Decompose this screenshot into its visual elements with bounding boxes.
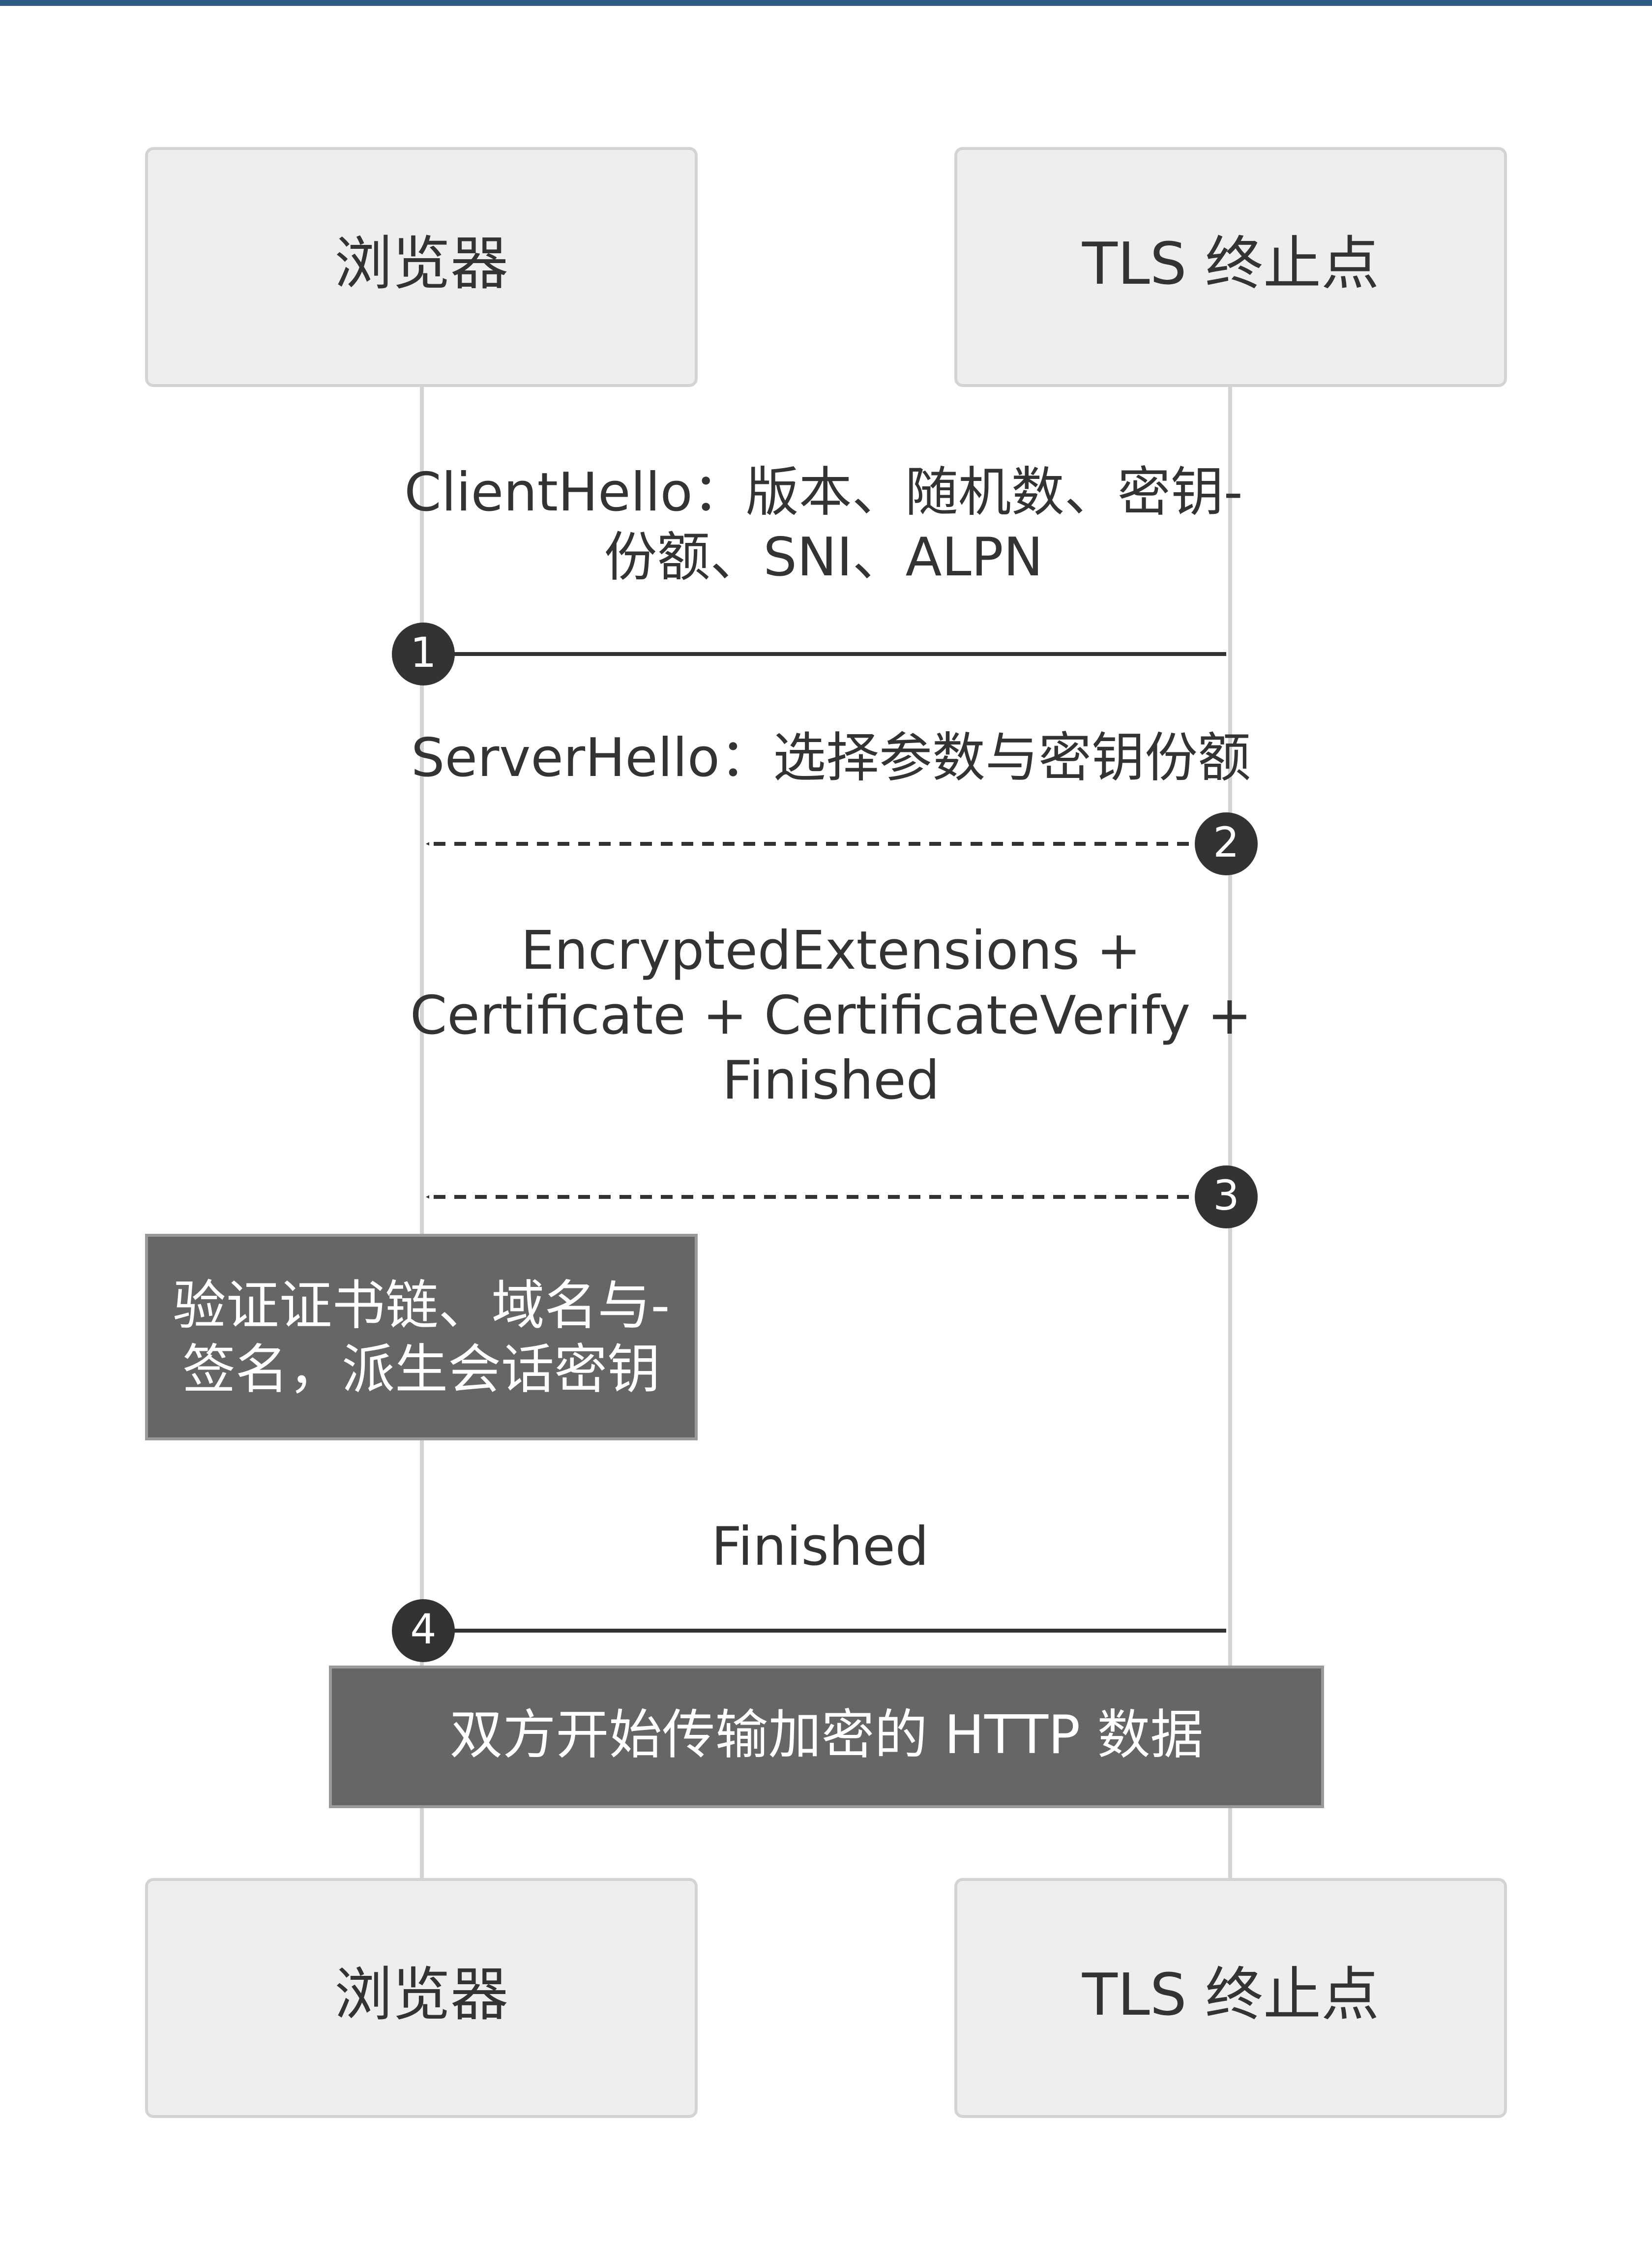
message-3-label-line-2: Certificate + CertificateVerify + xyxy=(410,985,1252,1046)
sequence-number-4: 4 xyxy=(410,1605,436,1653)
message-2: ServerHello：选择参数与密钥份额 2 xyxy=(411,727,1258,875)
actor-tls-top-label: TLS 终止点 xyxy=(1082,230,1379,298)
sequence-number-3: 3 xyxy=(1213,1171,1239,1220)
sequence-number-badge-1: 1 xyxy=(392,623,455,685)
note-browser-verify-line-2: 签名，派生会话密钥 xyxy=(182,1339,660,1401)
note-encrypted-data-line-1: 双方开始传输加密的 HTTP 数据 xyxy=(449,1704,1203,1766)
message-3-label-line-3: Finished xyxy=(722,1050,940,1111)
message-2-label-line-1: ServerHello：选择参数与密钥份额 xyxy=(411,727,1251,789)
actor-browser-bottom: 浏览器 xyxy=(145,1878,698,2118)
sequence-number-2: 2 xyxy=(1213,818,1239,866)
actor-browser-bottom-label: 浏览器 xyxy=(334,1961,508,2028)
actor-browser-top-label: 浏览器 xyxy=(334,230,508,298)
message-1: ClientHello：版本、随机数、密钥- 份额、SNI、ALPN 1 xyxy=(392,462,1243,685)
message-1-label-line-2: 份额、SNI、ALPN xyxy=(604,527,1043,588)
message-1-label-line-1: ClientHello：版本、随机数、密钥- xyxy=(404,462,1242,523)
sequence-number-badge-3: 3 xyxy=(1195,1165,1258,1228)
message-3-label-line-1: EncryptedExtensions + xyxy=(521,920,1141,982)
note-browser-verify: 验证证书链、域名与- 签名，派生会话密钥 xyxy=(145,1234,698,1440)
message-4: Finished 4 xyxy=(392,1516,1226,1662)
sequence-number-badge-4: 4 xyxy=(392,1599,455,1662)
sequence-number-badge-2: 2 xyxy=(1195,812,1258,875)
actor-tls-bottom: TLS 终止点 xyxy=(954,1878,1507,2118)
message-4-label-line-1: Finished xyxy=(711,1516,929,1578)
actor-browser-top: 浏览器 xyxy=(145,147,698,387)
top-accent-bar xyxy=(0,0,1652,6)
note-browser-verify-line-1: 验证证书链、域名与- xyxy=(173,1275,670,1337)
actor-tls-bottom-label: TLS 终止点 xyxy=(1082,1961,1379,2028)
actor-tls-top: TLS 终止点 xyxy=(954,147,1507,387)
note-encrypted-data: 双方开始传输加密的 HTTP 数据 xyxy=(329,1666,1324,1808)
message-3: EncryptedExtensions + Certificate + Cert… xyxy=(410,920,1258,1228)
sequence-number-1: 1 xyxy=(410,628,436,677)
